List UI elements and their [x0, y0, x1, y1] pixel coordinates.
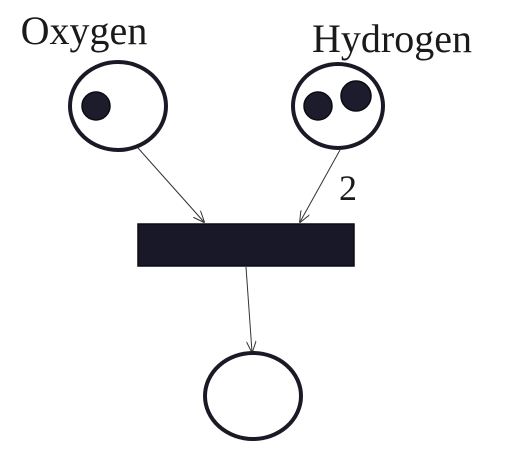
output-place-circle — [203, 351, 303, 441]
oxygen-place — [68, 60, 168, 152]
arc-hydrogen-to-transition — [300, 149, 341, 222]
arc-oxygen-to-transition — [137, 147, 204, 222]
arc-transition-to-output — [245, 266, 252, 352]
hydrogen-token-2 — [340, 80, 372, 112]
oxygen-token — [81, 91, 111, 121]
oxygen-place-label: Oxygen — [21, 8, 148, 53]
hydrogen-place-label: Hydrogen — [312, 16, 472, 61]
arc-weight-label: 2 — [339, 168, 357, 208]
reaction-transition — [137, 223, 355, 267]
hydrogen-place — [291, 62, 385, 150]
hydrogen-token-1 — [303, 91, 333, 121]
oxygen-place-circle — [68, 60, 168, 152]
